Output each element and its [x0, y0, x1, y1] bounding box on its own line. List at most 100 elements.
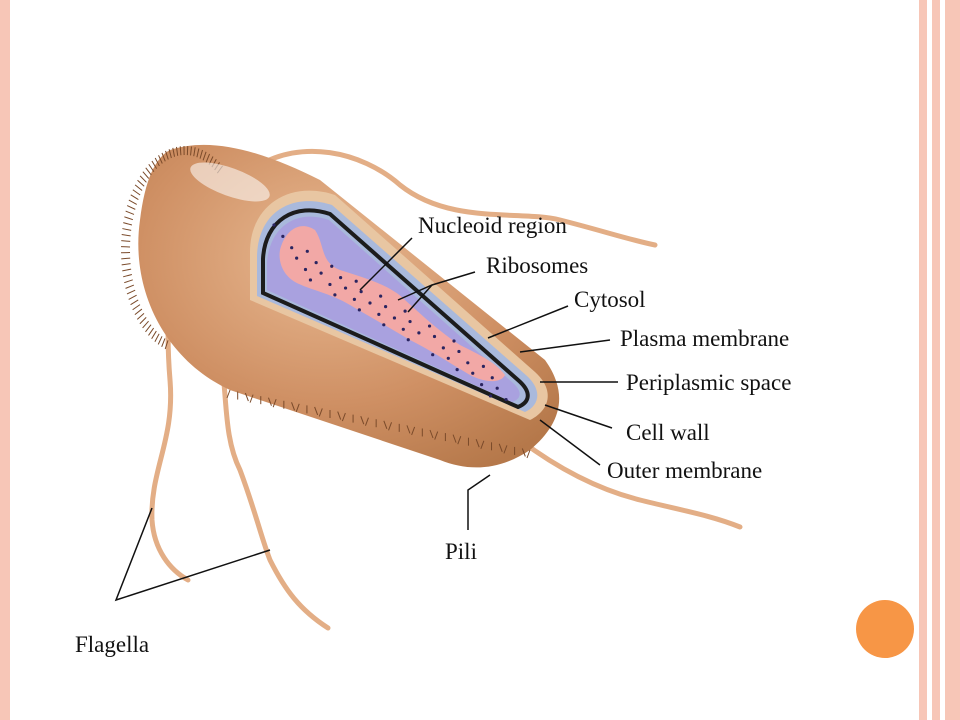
ribosome-dot: [495, 386, 499, 390]
label-cell-wall: Cell wall: [626, 420, 710, 445]
pilus-hair: [136, 312, 145, 320]
pilus-hair: [124, 216, 134, 221]
pilus-hair: [121, 234, 131, 237]
ribosome-dot: [431, 353, 435, 357]
pili-hairs: [121, 146, 531, 459]
pilus-hair: [124, 279, 133, 284]
pilus-hair: [142, 320, 149, 329]
pilus-hair: [164, 340, 169, 350]
ribosome-dot: [319, 271, 323, 275]
pilus-hair: [457, 435, 462, 445]
ribosome-dot: [457, 349, 461, 354]
pilus-hair: [134, 308, 143, 316]
pilus-hair: [249, 394, 254, 403]
pilus-hair: [128, 294, 137, 300]
ribosome-dot: [481, 364, 485, 368]
pilus-hair: [291, 402, 296, 411]
pilus-hair: [134, 184, 143, 191]
ribosome-dot: [480, 383, 484, 387]
pilus-hair: [123, 274, 132, 278]
ribosome-dot: [401, 327, 405, 331]
pilus-hair: [125, 284, 135, 289]
accent-circle: [856, 600, 914, 658]
ribosome-dot: [382, 323, 386, 327]
pilus-hair: [226, 389, 231, 399]
left-border-stripe: [0, 0, 10, 720]
pilus-hair: [341, 412, 346, 422]
ribosome-dot: [466, 361, 470, 365]
label-plasma-membrane: Plasma membrane: [620, 326, 789, 351]
ribosome-dot: [339, 276, 343, 280]
pilus-hair: [452, 434, 457, 443]
pilus-hair: [272, 399, 277, 408]
ribosome-dot: [272, 223, 276, 227]
ribosome-dot: [504, 397, 508, 402]
pilus-hair: [498, 443, 503, 453]
pilus-hair: [122, 228, 132, 231]
pilus-hair: [139, 317, 147, 325]
pilus-hair: [132, 189, 141, 196]
pilus-hair: [406, 425, 411, 434]
pilus-hair: [148, 163, 155, 172]
label-pili: Pili: [445, 539, 477, 564]
pilus-hair: [130, 299, 139, 306]
ribosome-dots: [272, 223, 508, 402]
pilus-hair: [360, 415, 365, 425]
pilus-hair: [193, 147, 196, 157]
pilus-hair: [196, 148, 200, 158]
ribosome-dot: [455, 368, 459, 372]
pilus-hair: [145, 324, 152, 333]
pilus-hair: [121, 257, 131, 260]
ribosome-dot: [305, 249, 309, 253]
pilus-hair: [157, 336, 163, 345]
pilus-hair: [475, 439, 480, 448]
pilus-hair: [126, 289, 136, 295]
pilus-hair: [151, 330, 157, 340]
leader-outer: [539, 419, 601, 466]
right-border-stripe-1: [919, 0, 927, 720]
ribosome-dot: [384, 305, 388, 309]
pilus-hair: [121, 263, 131, 266]
ribosome-dot: [333, 293, 337, 297]
pilus-hair: [179, 146, 182, 156]
ribosome-dot: [488, 394, 493, 398]
pilus-hair: [154, 157, 160, 167]
ribosome-dot: [392, 316, 397, 320]
leader-lines: [114, 237, 618, 602]
label-periplasmic-space: Periplasmic space: [626, 370, 791, 395]
pilus-hair: [205, 153, 211, 163]
ribosome-dot: [432, 334, 437, 339]
ribosome-dot: [295, 256, 299, 260]
pilus-hair: [151, 160, 158, 169]
ribosome-dot: [368, 301, 372, 305]
nucleoid-region: [279, 226, 505, 382]
leader-pili: [467, 474, 491, 530]
ribosome-dot: [377, 312, 381, 316]
ribosome-dot: [403, 309, 407, 313]
pilus-hair: [388, 422, 393, 431]
leader-cytosol: [487, 305, 569, 339]
pilus-hair: [123, 222, 133, 226]
pilus-hair: [314, 406, 319, 416]
pilus-hair: [190, 146, 192, 156]
ribosome-dot: [354, 279, 358, 283]
pilus-hair: [142, 171, 150, 179]
leader-cellwall: [544, 404, 613, 429]
pilus-hair: [132, 304, 141, 311]
leader-nucleoid: [359, 237, 413, 291]
pilus-hair: [126, 205, 136, 210]
ribosome-dot: [281, 234, 285, 238]
ribosome-dot: [490, 376, 494, 380]
pilus-hair: [128, 199, 137, 205]
pilus-hair: [429, 429, 434, 439]
pilus-hair: [161, 152, 166, 162]
pilus-hair: [148, 327, 155, 336]
cell-body: [121, 144, 560, 468]
ribosome-dot: [328, 282, 332, 287]
ribosome-dot: [314, 261, 318, 265]
ribosome-dot: [417, 331, 421, 335]
pilus-hair: [267, 397, 272, 406]
pilus-hair: [383, 420, 388, 429]
